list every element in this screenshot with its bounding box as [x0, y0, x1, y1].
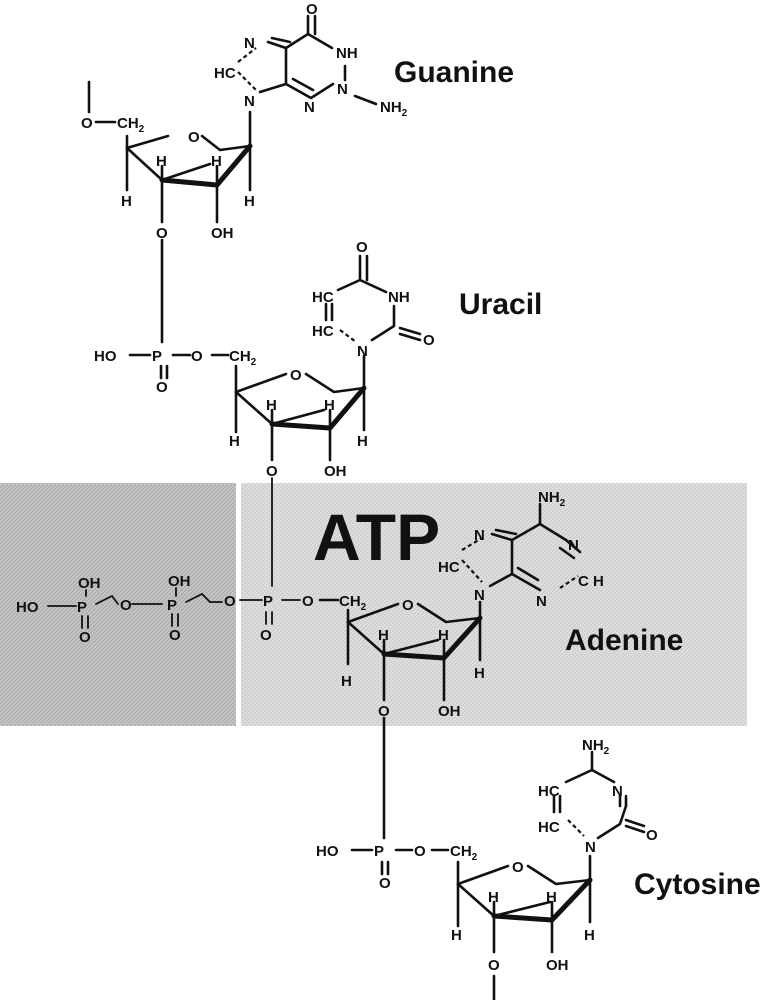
atom-H: H: [324, 397, 335, 414]
atom-CH2: CH2: [229, 348, 257, 368]
atom-H: H: [156, 153, 167, 170]
atom-HC: HC: [538, 783, 560, 800]
atom-H: H: [244, 193, 255, 210]
atom-P: P: [374, 843, 384, 860]
atom-P: P: [77, 599, 87, 616]
atom-H: H: [438, 627, 449, 644]
atom-N: N: [357, 343, 368, 360]
atom-HC: HC: [538, 819, 560, 836]
atom-NH: NH: [336, 45, 358, 62]
atom-H: H: [378, 627, 389, 644]
atom-CH: C H: [578, 573, 604, 590]
atom-O: O: [79, 629, 91, 646]
atom-HC: HC: [312, 323, 334, 340]
atom-N: N: [244, 35, 255, 52]
atom-N: N: [612, 783, 623, 800]
atom-O: O: [191, 348, 203, 365]
atom-O: O: [646, 827, 658, 844]
atom-H: H: [229, 433, 240, 450]
label-uracil: Uracil: [459, 288, 542, 321]
atom-OH: OH: [78, 575, 101, 592]
atom-O: O: [81, 115, 93, 132]
atom-O: O: [512, 859, 524, 876]
atom-O: O: [378, 703, 390, 720]
atom-NH2: NH2: [582, 737, 610, 757]
atom-H: H: [584, 927, 595, 944]
atom-O: O: [302, 593, 314, 610]
atom-HC: HC: [438, 559, 460, 576]
atom-P: P: [167, 597, 177, 614]
atom-CH2: CH2: [339, 593, 367, 613]
atom-HO: HO: [16, 599, 39, 616]
triphosphate-group: [47, 587, 223, 629]
atom-N: N: [304, 99, 315, 116]
atom-O: O: [414, 843, 426, 860]
atom-O: O: [402, 597, 414, 614]
atom-NH2: NH2: [538, 489, 566, 509]
label-guanine: Guanine: [394, 56, 514, 89]
atom-CH2: CH2: [117, 115, 145, 135]
atom-N: N: [585, 839, 596, 856]
atom-P: P: [263, 593, 273, 610]
atom-H: H: [357, 433, 368, 450]
atom-OH: OH: [211, 225, 234, 242]
atp-title: ATP: [313, 500, 440, 574]
atom-HO: HO: [94, 348, 117, 365]
atom-H: H: [488, 889, 499, 906]
atom-O: O: [224, 593, 236, 610]
atom-H: H: [546, 889, 557, 906]
atom-O: O: [156, 379, 168, 396]
atom-H: H: [266, 397, 277, 414]
atom-O: O: [266, 463, 278, 480]
atom-N: N: [337, 81, 348, 98]
atom-H: H: [211, 153, 222, 170]
atom-P: P: [152, 348, 162, 365]
guanine-nucleotide: [87, 14, 378, 224]
atom-OH: OH: [324, 463, 347, 480]
atom-O: O: [169, 627, 181, 644]
atom-N: N: [536, 593, 547, 610]
label-cytosine: Cytosine: [634, 868, 761, 901]
atom-OH: OH: [546, 957, 569, 974]
adenine-nucleotide: [239, 502, 582, 702]
atom-O: O: [356, 239, 368, 256]
atom-H: H: [341, 673, 352, 690]
atom-O: O: [120, 597, 132, 614]
atom-O: O: [488, 957, 500, 974]
atom-O: O: [188, 129, 200, 146]
atp-shade: [241, 483, 747, 726]
atom-O: O: [379, 875, 391, 892]
atom-NH: NH: [388, 289, 410, 306]
atom-O: O: [156, 225, 168, 242]
atom-O: O: [423, 332, 435, 349]
atom-H: H: [451, 927, 462, 944]
atom-HC: HC: [312, 289, 334, 306]
atom-O: O: [306, 1, 318, 18]
atom-HO: HO: [316, 843, 339, 860]
atom-CH2: CH2: [450, 843, 478, 863]
label-adenine: Adenine: [565, 624, 683, 657]
atom-OH: OH: [168, 573, 191, 590]
atom-OH: OH: [438, 703, 461, 720]
atom-O: O: [290, 367, 302, 384]
cytosine-nucleotide: [350, 750, 646, 1000]
atom-HC: HC: [214, 65, 236, 82]
atom-NH2: NH2: [380, 99, 408, 119]
atom-N: N: [568, 537, 579, 554]
atom-N: N: [474, 587, 485, 604]
atom-N: N: [474, 527, 485, 544]
uracil-nucleotide: [128, 254, 422, 462]
atom-O: O: [260, 627, 272, 644]
atom-N: N: [244, 93, 255, 110]
atom-H: H: [121, 193, 132, 210]
atom-H: H: [474, 665, 485, 682]
